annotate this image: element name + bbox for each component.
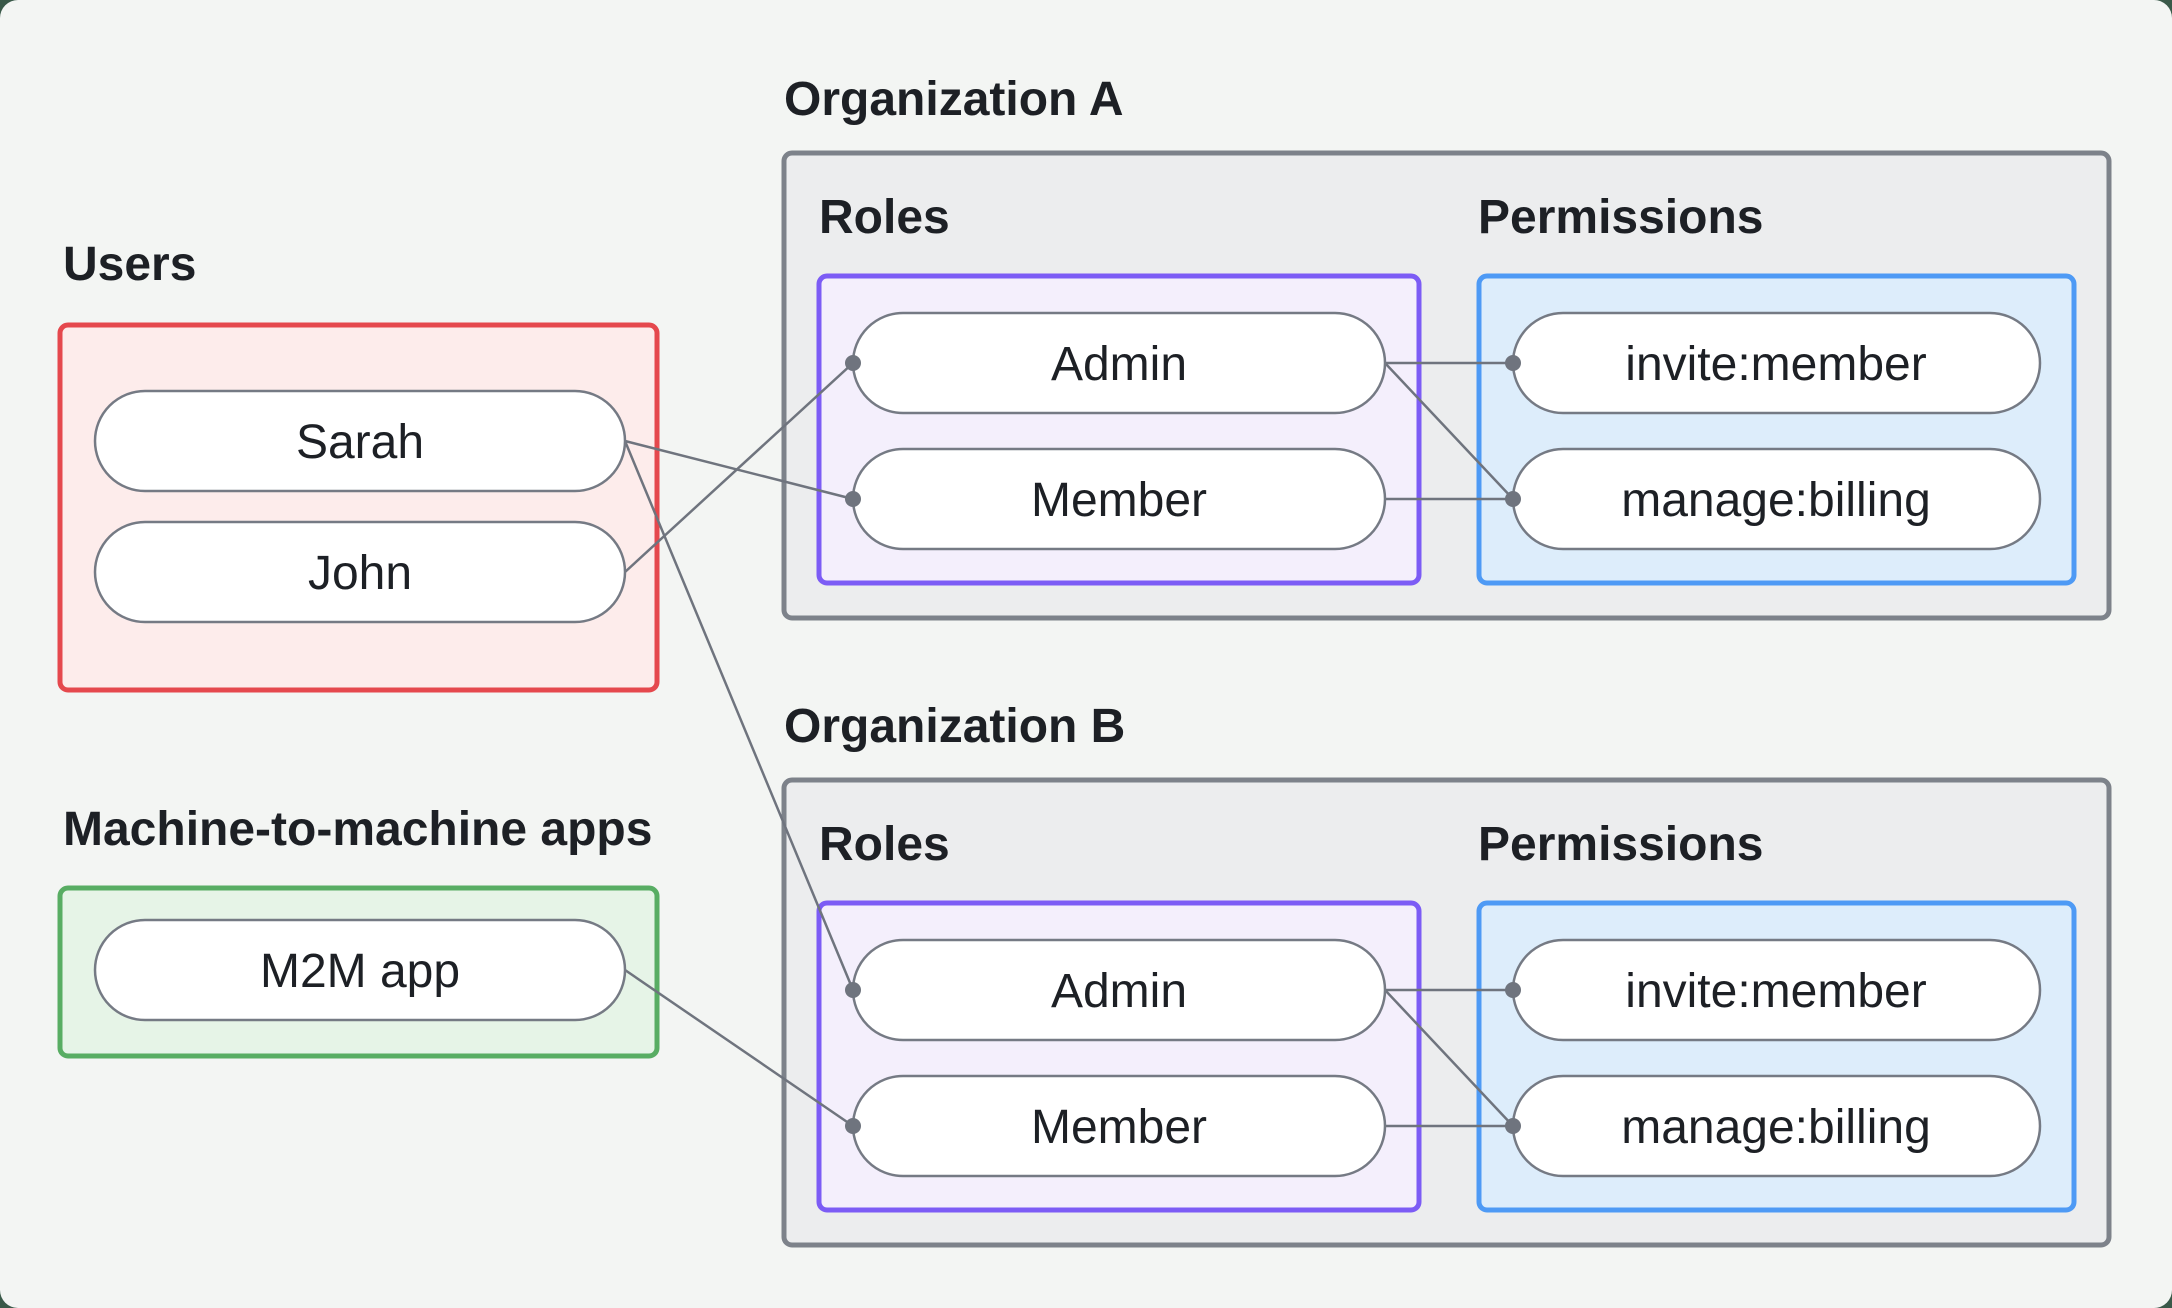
- org-a-permissions-label: Permissions: [1478, 191, 1763, 244]
- org-b-permission-manage-billing-label: manage:billing: [1621, 1101, 1931, 1154]
- org-b-permissions-label: Permissions: [1478, 818, 1763, 871]
- user-pill-john: [93, 520, 627, 624]
- connection-dot-orgb-manage-billing: [1505, 1118, 1521, 1134]
- edge-m2m-to-orgb-member: [623, 968, 855, 1128]
- m2m-pill-app-label: M2M app: [260, 945, 460, 998]
- connection-dot-orga-invite-member: [1505, 355, 1521, 371]
- org-a-role-admin-label: Admin: [1051, 338, 1187, 391]
- m2m-pill-app: [93, 918, 627, 1022]
- user-pill-john-label: John: [308, 547, 412, 600]
- org-b-roles-label: Roles: [819, 818, 950, 871]
- connection-dot-orga-member: [845, 491, 861, 507]
- m2m-title: Machine-to-machine apps: [63, 803, 652, 856]
- edge-orgb-admin-to-manage: [1383, 988, 1515, 1128]
- org-a-permission-invite-member-label: invite:member: [1625, 338, 1926, 391]
- edge-sarah-to-orga-member: [623, 439, 855, 501]
- edge-sarah-to-orgb-admin: [623, 439, 855, 992]
- org-b-permission-invite-member-label: invite:member: [1625, 965, 1926, 1018]
- org-a-title: Organization A: [784, 73, 1124, 126]
- connection-dot-orgb-invite-member: [1505, 982, 1521, 998]
- connection-dot-orga-admin: [845, 355, 861, 371]
- edge-john-to-orga-admin: [623, 361, 855, 574]
- org-b-title: Organization B: [784, 700, 1125, 753]
- users-title: Users: [63, 238, 196, 291]
- connection-dot-orga-manage-billing: [1505, 491, 1521, 507]
- user-pill-sarah: [93, 389, 627, 493]
- org-b-role-admin-label: Admin: [1051, 965, 1187, 1018]
- org-a-roles-label: Roles: [819, 191, 950, 244]
- org-a-role-member-label: Member: [1031, 474, 1207, 527]
- users-box: [57, 322, 660, 693]
- connection-dot-orgb-admin: [845, 982, 861, 998]
- org-b-role-member-label: Member: [1031, 1101, 1207, 1154]
- edge-orga-admin-to-manage: [1383, 361, 1515, 501]
- user-pill-sarah-label: Sarah: [296, 416, 424, 469]
- connection-dot-orgb-member: [845, 1118, 861, 1134]
- org-a-permission-manage-billing-label: manage:billing: [1621, 474, 1931, 527]
